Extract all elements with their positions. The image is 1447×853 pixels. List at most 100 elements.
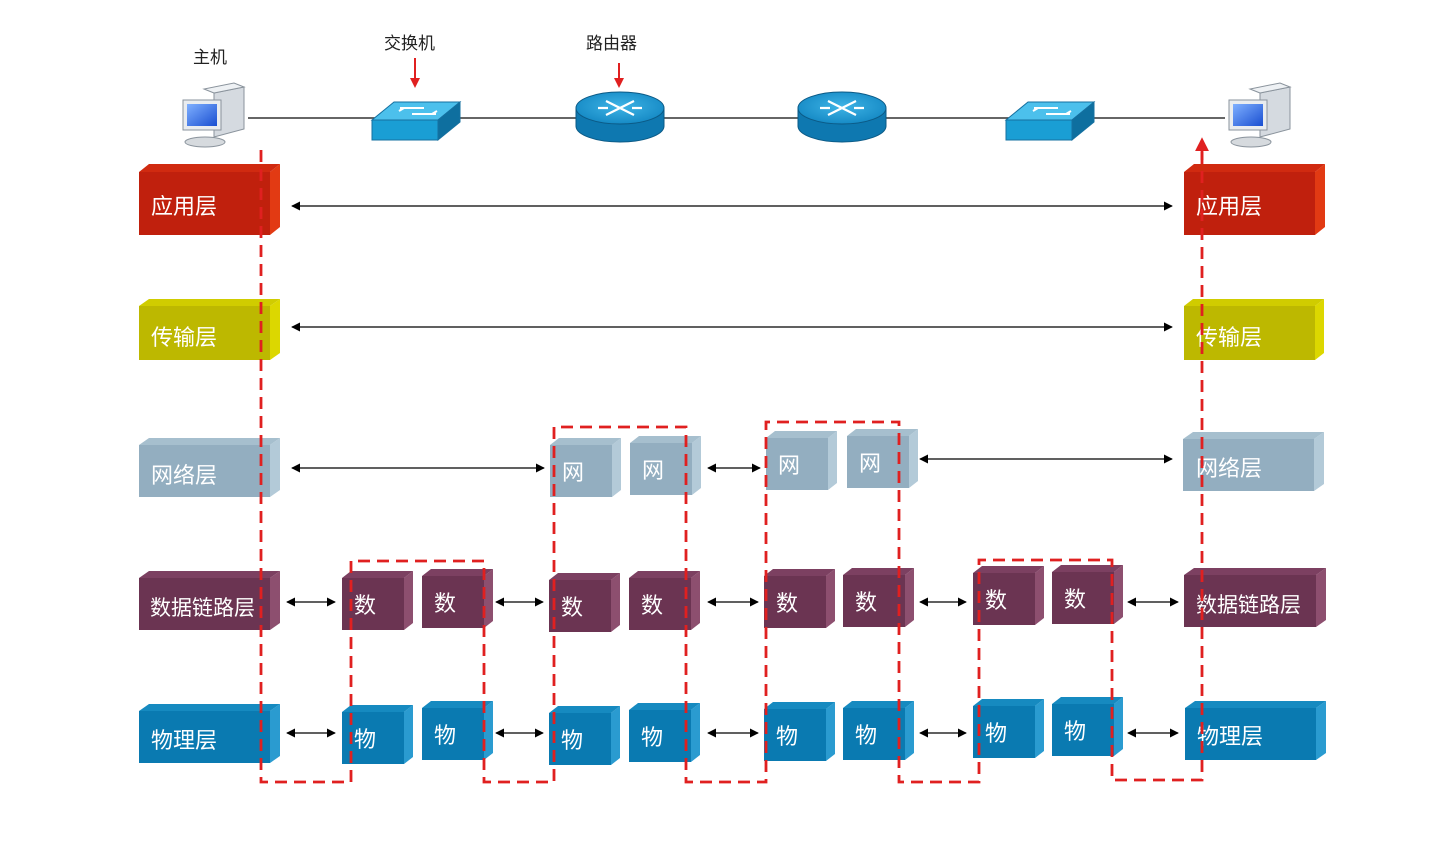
device-block-datalink: 数 [549, 573, 620, 632]
block-top [764, 702, 835, 709]
block-face [549, 713, 611, 765]
switch-label: 交换机 [384, 34, 435, 54]
block-side [905, 701, 914, 760]
device-layer-blocks: 网网网网数数数数数数数数物物物物物物物物 [342, 429, 1123, 765]
device-block-network: 网 [847, 429, 918, 488]
block-label: 物 [561, 729, 583, 754]
data-flow-path [259, 148, 1204, 784]
block-side [611, 573, 620, 632]
block-label: 数 [354, 594, 376, 619]
block-side [691, 703, 700, 762]
router-icon [797, 91, 887, 143]
layer-label: 应用层 [1196, 195, 1262, 220]
device-block-datalink: 数 [1052, 565, 1123, 624]
device-block-datalink: 数 [422, 569, 493, 628]
layer-label: 传输层 [151, 326, 217, 351]
block-face [422, 576, 484, 628]
block-top [847, 429, 918, 436]
block-side [905, 568, 914, 627]
device-block-physical: 物 [843, 701, 914, 760]
block-side [1114, 697, 1123, 756]
block-face [422, 708, 484, 760]
device-block-network: 网 [630, 436, 701, 495]
layer-label: 传输层 [1196, 326, 1262, 351]
block-top [422, 569, 493, 576]
layer-label: 网络层 [1196, 457, 1262, 482]
block-side [404, 705, 413, 764]
block-top [1052, 565, 1123, 572]
layer-block-datalink: 数据链路层 [1184, 568, 1326, 627]
block-face [764, 709, 826, 761]
layer-block-network: 网络层 [139, 438, 280, 497]
block-side [691, 571, 700, 630]
device-block-physical: 物 [422, 701, 493, 760]
block-side [826, 702, 835, 761]
layer-block-transport: 传输层 [139, 299, 280, 360]
layer-label: 应用层 [151, 195, 217, 220]
layer-label: 数据链路层 [150, 596, 255, 620]
device-block-datalink: 数 [342, 571, 413, 630]
block-face [766, 438, 828, 490]
block-side [909, 429, 918, 488]
device-block-network: 网 [550, 438, 621, 497]
block-label: 数 [434, 592, 456, 617]
layer-block-application: 应用层 [139, 164, 280, 235]
block-label: 物 [1064, 720, 1086, 745]
block-face [843, 575, 905, 627]
block-face [973, 706, 1035, 758]
block-label: 物 [641, 726, 663, 751]
block-face [973, 573, 1035, 625]
block-top [549, 706, 620, 713]
layer-label: 物理层 [1197, 725, 1263, 750]
block-label: 数 [776, 592, 798, 617]
block-label: 数 [641, 594, 663, 619]
block-side [484, 701, 493, 760]
layer-block-physical: 物理层 [139, 704, 280, 763]
block-side [484, 569, 493, 628]
block-top [629, 703, 700, 710]
router-label: 路由器 [586, 34, 637, 54]
device-block-physical: 物 [549, 706, 620, 765]
block-top [549, 573, 620, 580]
switch-icon [370, 100, 462, 142]
device-block-physical: 物 [629, 703, 700, 762]
block-side [828, 431, 837, 490]
block-label: 物 [855, 724, 877, 749]
layer-block-network: 网络层 [1183, 432, 1324, 491]
block-top [629, 571, 700, 578]
block-face [629, 710, 691, 762]
block-side [612, 438, 621, 497]
block-label: 物 [985, 722, 1007, 747]
block-label: 网 [778, 454, 800, 479]
device-block-datalink: 数 [629, 571, 700, 630]
device-block-physical: 物 [342, 705, 413, 764]
block-face [1052, 704, 1114, 756]
device-block-datalink: 数 [764, 569, 835, 628]
block-top [422, 701, 493, 708]
layer-block-transport: 传输层 [1184, 299, 1324, 360]
block-label: 网 [562, 461, 584, 486]
device-block-physical: 物 [1052, 697, 1123, 756]
block-top [630, 436, 701, 443]
block-label: 物 [354, 728, 376, 753]
layer-block-datalink: 数据链路层 [139, 571, 280, 630]
layer-block-physical: 物理层 [1185, 701, 1326, 760]
block-label: 数 [561, 596, 583, 621]
block-side [1114, 565, 1123, 624]
block-top [764, 569, 835, 576]
block-top [843, 701, 914, 708]
block-top [973, 699, 1044, 706]
block-top [550, 438, 621, 445]
layer-label: 数据链路层 [1196, 593, 1301, 617]
block-side [692, 436, 701, 495]
device-block-datalink: 数 [843, 568, 914, 627]
block-top [342, 705, 413, 712]
host-computer-icon [1228, 82, 1292, 148]
router-icon [575, 91, 665, 143]
block-top [843, 568, 914, 575]
peer-arrows [286, 201, 1179, 738]
block-face [764, 576, 826, 628]
block-side [826, 569, 835, 628]
